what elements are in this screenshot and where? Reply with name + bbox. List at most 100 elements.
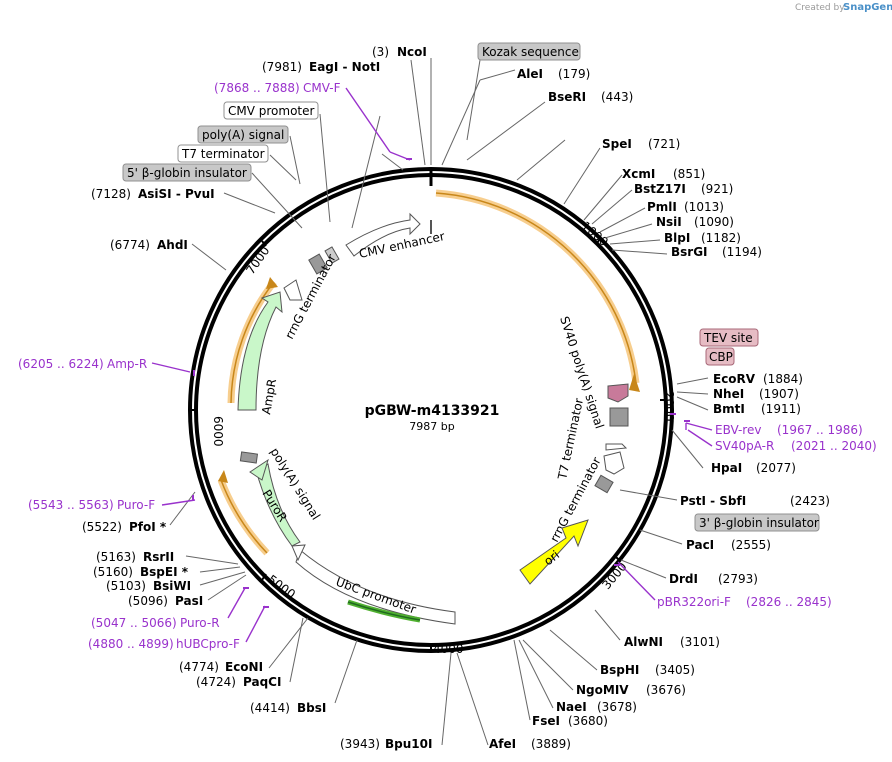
site-hpai-name: HpaI (711, 461, 742, 475)
orf-arc-right-line (435, 192, 637, 384)
site-bseri-name: BseRI (548, 90, 586, 104)
puror-arrow-head (249, 458, 269, 481)
primer-hubc-range: (4880 .. 4899) (88, 637, 174, 651)
site-asisi-name: AsiSI - PvuI (138, 187, 215, 201)
site-rsrii-name: RsrII (143, 550, 174, 564)
site-spei-name: SpeI (602, 137, 632, 151)
site-afei-pos: (3889) (531, 737, 571, 751)
site-pmli-pos: (1013) (684, 200, 724, 214)
site-ngomiv-name: NgoMIV (576, 683, 629, 697)
site-bspei-name: BspEI * (140, 565, 189, 579)
site-ngomiv-pos: (3676) (646, 683, 686, 697)
site-eagi-name: EagI - NotI (309, 60, 380, 74)
site-bsrgi-pos: (1194) (722, 245, 762, 259)
orf-arrow-right (629, 374, 640, 392)
cmv-promoter-box (223, 101, 319, 120)
cbp-box (705, 347, 735, 366)
snapgene-logo: SnapGene (843, 2, 892, 13)
site-pfoi-pos: (5522) (82, 520, 122, 534)
site-drdi-name: DrdI (669, 572, 698, 586)
tick-2000: 2000 (662, 391, 676, 422)
tick-3000-mark (614, 555, 621, 562)
primer-hubc-name: hUBCpro-F (176, 637, 240, 651)
polya-signal-box (197, 125, 289, 144)
site-bstz17i-pos: (921) (701, 182, 733, 196)
ampr-label: AmpR (259, 378, 279, 416)
site-pmli-name: PmlI (647, 200, 677, 214)
site-nhei-name: NheI (713, 387, 744, 401)
primer-pbr322-name: pBR322ori-F (657, 595, 731, 609)
site-econi-name: EcoNI (225, 660, 263, 674)
orf-arc-amp-line (230, 281, 275, 404)
site-afei-name: AfeI (489, 737, 516, 751)
site-fsei-pos: (3680) (568, 714, 608, 728)
site-nhei-pos: (1907) (759, 387, 799, 401)
site-bstz17i-name: BstZ17I (634, 182, 686, 196)
site-ahdi-pos: (6774) (110, 238, 150, 252)
polya-signal-label: poly(A) signal (202, 128, 284, 142)
site-xcmi-pos: (851) (673, 167, 705, 181)
primer-ampr-range: (6205 .. 6224) (18, 357, 104, 371)
site-bseri-pos: (443) (601, 90, 633, 104)
polya-box (239, 451, 259, 464)
site-bbsi-name: BbsI (297, 701, 326, 715)
site-xcmi-name: XcmI (622, 167, 655, 181)
plasmid-size: 7987 bp (409, 420, 454, 433)
site-ecorv-pos: (1884) (763, 372, 803, 386)
site-bsrgi-name: BsrGI (671, 245, 708, 259)
t7-terminator-box (177, 144, 269, 163)
site-alwni-pos: (3101) (680, 635, 720, 649)
leader-lines (169, 58, 709, 746)
site-fsei-name: FseI (532, 714, 560, 728)
puror-label: PuroR (259, 487, 289, 524)
ampr-arrow (237, 291, 283, 411)
plasmid-name: pGBW-m4133921 (365, 403, 500, 419)
ori-arrow (519, 519, 589, 585)
t7-term-arrow2 (603, 451, 625, 475)
tev-box (699, 328, 759, 347)
primer-ebvrev-range: (1967 .. 1986) (777, 423, 863, 437)
site-naei-pos: (3678) (597, 700, 637, 714)
kozak-label: Kozak sequence (482, 45, 579, 59)
site-alwni-name: AlwNI (624, 635, 663, 649)
site-econi-pos: (4774) (179, 660, 219, 674)
t7-top-arrow (283, 279, 303, 301)
t7-terminator-top-label: T7 terminator (181, 147, 265, 161)
site-pasi-name: PasI (175, 594, 203, 608)
site-spei-pos: (721) (648, 137, 680, 151)
primer-cmvf-range: (7868 .. 7888) (214, 81, 300, 95)
site-alei-pos: (179) (558, 67, 590, 81)
site-drdi-pos: (2793) (718, 572, 758, 586)
tick-1000-mark (595, 237, 602, 245)
rrng-term-top-box2 (324, 246, 340, 264)
site-bsphi-pos: (3405) (655, 663, 695, 677)
primer-lines (151, 87, 713, 643)
orf-arrow-amp (266, 277, 278, 289)
site-ncoi-name: NcoI (397, 45, 427, 59)
site-paqci-pos: (4724) (196, 675, 236, 689)
site-alei-name: AleI (517, 67, 543, 81)
cbp-label: CBP (709, 350, 733, 364)
site-nsii-name: NsiI (656, 215, 682, 229)
cmv-enhancer-arrow (345, 212, 421, 257)
site-eagi-pos: (7981) (262, 60, 302, 74)
puror-arrow (255, 463, 301, 547)
primer-ebvrev-name: EBV-rev (715, 423, 761, 437)
site-hpai-pos: (2077) (756, 461, 796, 475)
tick-5000-mark (261, 573, 267, 581)
tick-4000: 4000 (433, 642, 464, 656)
primer-cmvf-name: CMV-F (303, 81, 341, 95)
site-paqci-name: PaqCI (243, 675, 281, 689)
site-bspei-pos: (5160) (93, 565, 133, 579)
site-nsii-pos: (1090) (694, 215, 734, 229)
orf-arc-puro-line (220, 479, 268, 554)
primer-pbr322-range: (2826 .. 2845) (746, 595, 832, 609)
site-ncoi-pos: (3) (372, 45, 389, 59)
sv40-box (609, 407, 629, 427)
t7-term-label: T7 terminator (555, 397, 586, 482)
site-psti-pos: (2423) (790, 494, 830, 508)
orf-arrow-puro (218, 470, 228, 483)
cmv-promoter-label: CMV promoter (228, 104, 315, 118)
primer-puror-name: Puro-R (180, 616, 220, 630)
